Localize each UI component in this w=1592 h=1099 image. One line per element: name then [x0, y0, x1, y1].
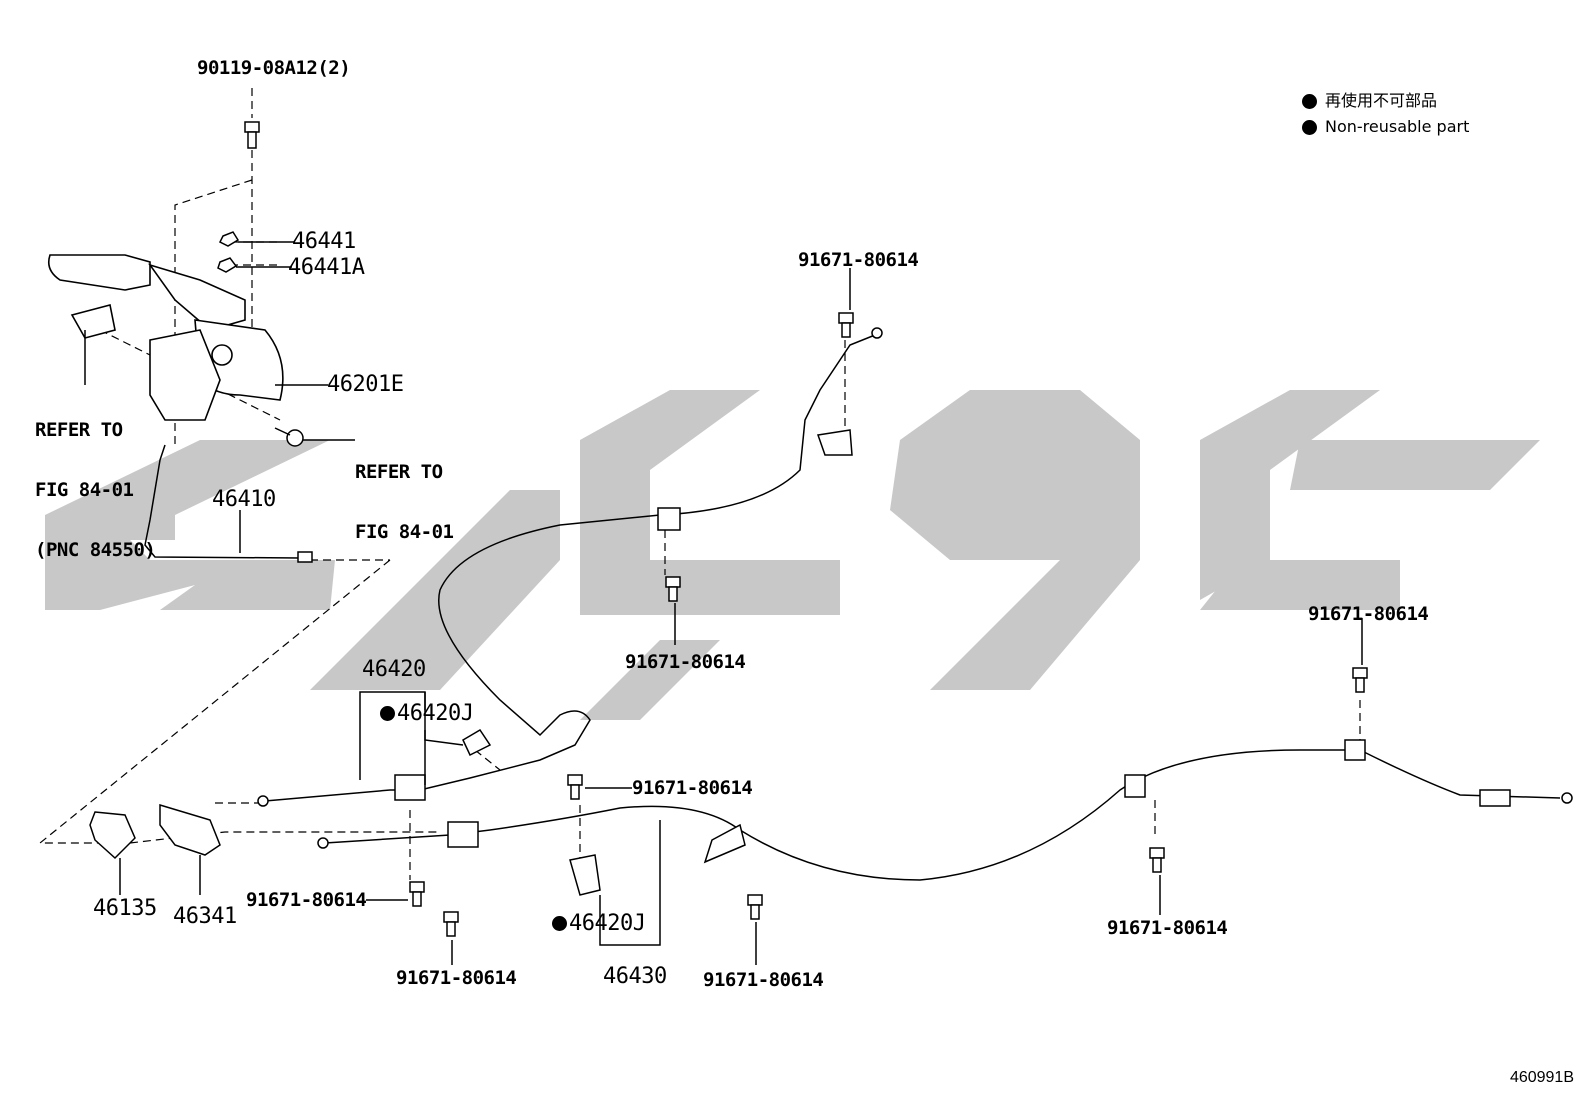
- non-reusable-dot-icon: [380, 706, 395, 721]
- refer-to-note-2: REFER TO FIG 84-01: [355, 422, 454, 562]
- non-reusable-dot-icon: [1302, 119, 1317, 135]
- part-number: 46420J: [569, 911, 646, 936]
- part-label-46341: 46341: [173, 904, 237, 929]
- part-label-46420J-a: 46420J: [380, 701, 474, 726]
- legend-text: Non-reusable part: [1325, 117, 1470, 136]
- part-label-91671-80614: 91671-80614: [246, 889, 367, 911]
- bracket-icon: [89, 803, 221, 860]
- rear-cable-46430: [317, 739, 1573, 881]
- legend-item-ja: 再使用不可部品: [1302, 88, 1469, 114]
- part-label-46420: 46420: [362, 657, 426, 682]
- refer-line: REFER TO: [355, 461, 443, 483]
- part-label-46430: 46430: [603, 964, 667, 989]
- nut-icon: [217, 231, 240, 273]
- part-label-91671-80614: 91671-80614: [703, 969, 824, 991]
- part-label-46410: 46410: [212, 487, 276, 512]
- part-label-46201E: 46201E: [327, 372, 404, 397]
- diagram-code: 460991B: [1509, 1069, 1574, 1086]
- part-label-91671-80614: 91671-80614: [1308, 603, 1429, 625]
- legend-text: 再使用不可部品: [1325, 91, 1438, 110]
- part-label-90119-08A12: 90119-08A12(2): [197, 57, 351, 79]
- part-label-46135: 46135: [93, 896, 157, 921]
- refer-line: REFER TO: [35, 419, 123, 441]
- part-label-91671-80614: 91671-80614: [632, 777, 753, 799]
- part-label-46441A: 46441A: [288, 255, 365, 280]
- part-label-91671-80614: 91671-80614: [1107, 917, 1228, 939]
- part-number: 46420J: [397, 701, 474, 726]
- non-reusable-dot-icon: [552, 916, 567, 931]
- bolt-icon: [244, 121, 260, 149]
- part-label-91671-80614: 91671-80614: [798, 249, 919, 271]
- legend: 再使用不可部品 Non-reusable part: [1302, 88, 1469, 140]
- rear-cable-46420: [257, 327, 883, 807]
- refer-line: FIG 84-01: [355, 521, 454, 543]
- part-label-46420J-b: 46420J: [552, 911, 646, 936]
- part-label-46441: 46441: [292, 229, 356, 254]
- non-reusable-dot-icon: [1302, 93, 1317, 109]
- leader-lines: [84, 241, 1363, 965]
- bolt-icon: [274, 427, 304, 447]
- part-label-91671-80614: 91671-80614: [396, 967, 517, 989]
- refer-to-note-1: REFER TO FIG 84-01 (PNC 84550): [35, 380, 156, 580]
- legend-item-en: Non-reusable part: [1302, 114, 1469, 140]
- front-cable-46410: [144, 444, 313, 563]
- watermark: [45, 390, 1540, 720]
- refer-line: FIG 84-01: [35, 479, 134, 501]
- refer-line: (PNC 84550): [35, 539, 156, 561]
- part-label-91671-80614: 91671-80614: [625, 651, 746, 673]
- clip-icon: [462, 728, 601, 896]
- bolt-icon: [409, 312, 1368, 937]
- parking-brake-lever: [47, 254, 284, 421]
